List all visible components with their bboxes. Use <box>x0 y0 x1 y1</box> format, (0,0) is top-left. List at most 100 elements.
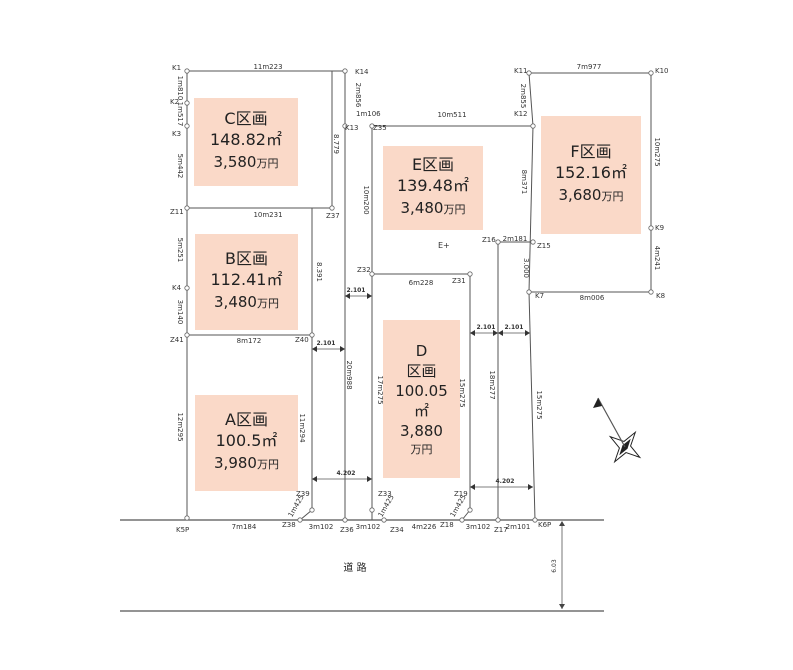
dim-z17-right: 18m277 <box>488 370 496 399</box>
point-z17 <box>495 517 501 523</box>
lot-d-name-1: D <box>415 342 428 360</box>
label-k6p: K6P <box>538 521 551 529</box>
dim-f-top: 7m977 <box>577 63 602 71</box>
k11-k12-boundary <box>528 72 534 127</box>
label-z11: Z11 <box>170 208 184 216</box>
lot-c-unit: 万円 <box>256 157 279 170</box>
point-k11 <box>526 70 532 76</box>
dim-arrow-l-gap-ab <box>312 346 317 352</box>
dim-f-right: 10m275 <box>653 137 661 166</box>
dim-gap-a-bottom-text: 4.202 <box>337 470 356 477</box>
point-k13 <box>342 123 348 129</box>
label-k13: K13 <box>345 124 359 132</box>
point-z16 <box>495 239 501 245</box>
label-z18: Z18 <box>440 521 454 529</box>
label-z39: Z39 <box>296 490 310 498</box>
dim-gap-ab-text: 2.101 <box>317 340 336 347</box>
point-z40 <box>309 332 315 338</box>
point-k12 <box>530 123 536 129</box>
label-z35: Z35 <box>373 124 387 132</box>
label-z31: Z31 <box>452 277 466 285</box>
dim-z15-k7: 3.000 <box>522 258 530 278</box>
dim-road-z36-z34: 3m102 <box>356 523 381 531</box>
dim-gap-d2-text: 2.101 <box>505 324 524 331</box>
lot-d-area-2: ㎡ <box>413 402 429 420</box>
lot-f-price: 3,680 <box>558 186 602 204</box>
dim-arrow-l-gap-d-bottom <box>470 484 475 490</box>
dim-d-right: 15m275 <box>458 378 466 407</box>
lot-e-unit: 万円 <box>443 203 466 216</box>
dim-b-left: 5m251 <box>176 238 184 263</box>
lot-b-name: B区画 <box>225 249 268 268</box>
dim-a-bottom: 7m184 <box>232 523 257 531</box>
point-z37 <box>329 205 335 211</box>
point-k6p <box>532 517 538 523</box>
lot-b-area: 112.41㎡ <box>210 270 283 289</box>
label-k7: K7 <box>535 292 544 300</box>
dim-mid-z36: 20m988 <box>345 360 353 389</box>
lot-b-price: 3,480 <box>214 293 257 311</box>
label-k2: K2 <box>170 98 179 106</box>
label-k1: K1 <box>172 64 181 72</box>
lot-a-price: 3,980 <box>214 454 257 472</box>
point-k4 <box>184 285 190 291</box>
dim-e-bottom: 6m228 <box>409 279 434 287</box>
point-z32 <box>369 271 375 277</box>
dim-e-left: 10m200 <box>362 185 370 214</box>
label-z15: Z15 <box>537 242 551 250</box>
dim-arrow-r-gap-a-bottom <box>367 476 372 482</box>
label-k9: K9 <box>655 224 664 232</box>
dim-b-k4: 3m140 <box>176 300 184 325</box>
label-k11: K11 <box>514 67 528 75</box>
dim-arrow-r-gap-ab <box>340 346 345 352</box>
label-z17: Z17 <box>494 526 508 534</box>
lot-f-name: F区画 <box>570 142 612 161</box>
compass-north-arrow <box>593 398 602 408</box>
label-z41: Z41 <box>170 336 184 344</box>
point-z39 <box>309 507 315 513</box>
lot-f-left-boundary <box>528 125 534 293</box>
dim-gap-be-text: 2.101 <box>347 287 366 294</box>
label-z19: Z19 <box>454 490 468 498</box>
dim-arrow-l-gap-be <box>345 293 350 299</box>
dim-c-right: 8.779 <box>332 134 340 154</box>
point-z41 <box>184 332 190 338</box>
dim-a-left: 12m295 <box>176 412 184 441</box>
lot-e-name: E区画 <box>411 155 455 174</box>
lot-f-label: F区画 152.16㎡ 3,680万円 <box>541 116 641 234</box>
lot-f-unit: 万円 <box>601 190 624 203</box>
dim-c-bottom: 10m231 <box>253 211 282 219</box>
lot-f-area: 152.16㎡ <box>555 163 627 182</box>
point-z11 <box>184 205 190 211</box>
label-1m106: 1m106 <box>356 110 381 118</box>
label-z38: Z38 <box>282 521 296 529</box>
label-z34: Z34 <box>390 526 404 534</box>
lot-d-label: D 区画 100.05 ㎡ 3,880 万円 <box>383 320 460 478</box>
dim-a-right: 11m294 <box>298 413 306 443</box>
label-z37: Z37 <box>326 212 340 220</box>
dim-d-left: 17m275 <box>376 375 384 404</box>
lot-d-unit: 万円 <box>410 443 433 456</box>
lot-e-area: 139.48㎡ <box>397 176 469 195</box>
dim-z17-k6p: 2m101 <box>506 523 531 531</box>
label-z40: Z40 <box>295 336 309 344</box>
lot-b-label: B区画 112.41㎡ 3,480万円 <box>195 234 298 330</box>
dim-gap-d-text: 2.101 <box>477 324 496 331</box>
dim-k2-k3: 1m517 <box>176 102 184 127</box>
east-boundary <box>528 291 536 521</box>
lot-d-name-2: 区画 <box>406 362 437 380</box>
dim-z38-z39: 1m425 <box>287 493 306 518</box>
point-k10 <box>648 70 654 76</box>
point-z33 <box>369 507 375 513</box>
lot-c-area: 148.82㎡ <box>210 130 282 149</box>
label-e-plus: E+ <box>438 241 450 250</box>
point-z38 <box>297 517 303 523</box>
point-k7 <box>526 289 532 295</box>
lot-e-label: E区画 139.48㎡ 3,480万円 <box>383 146 483 230</box>
lot-a-name: A区画 <box>225 410 268 429</box>
compass-north-line <box>597 397 626 448</box>
lot-a-unit: 万円 <box>256 458 279 471</box>
road-width-arrow-top <box>559 521 565 526</box>
dim-k14-k13: 2m856 <box>354 83 362 108</box>
